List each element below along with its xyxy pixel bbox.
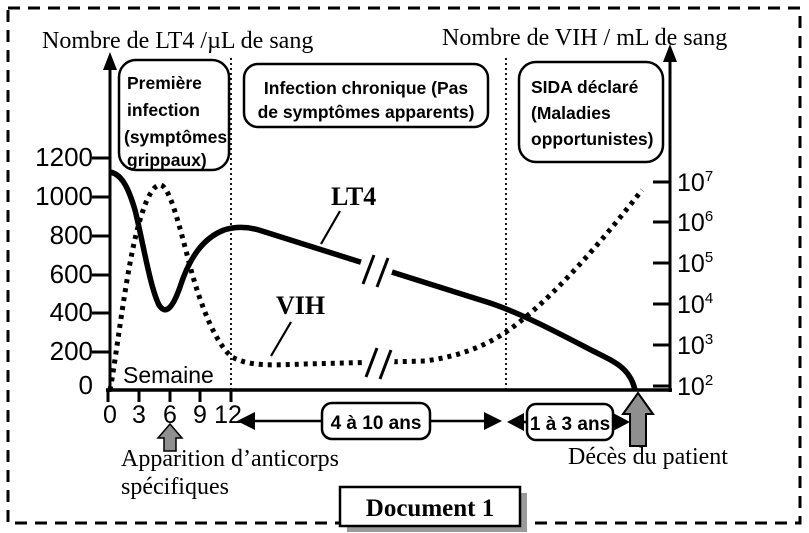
left-axis-title: Nombre de LT4 /µL de sang	[42, 28, 313, 54]
caption-box: Document 1	[338, 485, 527, 532]
svg-text:SIDA déclaré: SIDA déclaré	[531, 77, 639, 97]
x-axis-label: Semaine	[123, 362, 214, 388]
right-axis-title: Nombre de VIH / mL de sang	[442, 25, 727, 51]
vih-label-pointer	[270, 321, 292, 357]
svg-text:Infection chronique (Pas: Infection chronique (Pas	[264, 78, 468, 98]
right-axis-arrow-icon	[663, 44, 677, 62]
duration-aids-label: 1 à 3 ans	[530, 414, 610, 435]
duration-chronic: 4 à 10 ans	[237, 401, 502, 441]
death-arrow-up-icon	[621, 391, 655, 447]
lt4-curve	[109, 169, 638, 391]
svg-text:(symptômes: (symptômes	[124, 127, 227, 147]
arrow-left-icon	[507, 413, 524, 431]
left-tick-600: 600	[50, 259, 93, 289]
svg-text:grippaux): grippaux)	[127, 150, 207, 170]
right-tick-1e5: 105	[677, 249, 713, 278]
duration-aids: 1 à 3 ans	[507, 402, 630, 442]
right-tick-1e6: 106	[677, 208, 713, 237]
x-axis: 0 3 6 9 12 Semaine	[103, 362, 672, 429]
lt4-axis-break-icon	[359, 254, 394, 288]
left-axis-arrow-icon	[103, 52, 117, 70]
antibodies-annotation-line2: spécifiques	[121, 474, 229, 500]
left-tick-200: 200	[50, 336, 93, 366]
svg-text:de symptômes apparents): de symptômes apparents)	[258, 102, 475, 122]
left-tick-1200: 1200	[35, 142, 93, 172]
antibodies-arrow-up-icon	[156, 422, 184, 452]
x-tick-3: 3	[132, 401, 146, 429]
svg-text:(Maladies: (Maladies	[531, 103, 611, 123]
arrow-right-icon	[484, 412, 502, 430]
x-tick-9: 9	[193, 401, 207, 429]
svg-text:opportunistes): opportunistes)	[531, 129, 654, 149]
right-tick-1e3: 103	[677, 331, 713, 360]
arrow-right-icon	[613, 413, 630, 431]
svg-text:infection: infection	[127, 100, 200, 120]
vih-axis-break-icon	[363, 347, 395, 380]
left-tick-0: 0	[79, 370, 93, 400]
arrow-left-icon	[237, 412, 255, 430]
x-tick-12: 12	[214, 401, 242, 429]
svg-text:Première: Première	[127, 73, 202, 93]
lt4-label-pointer	[320, 210, 341, 245]
duration-chronic-label: 4 à 10 ans	[331, 413, 422, 434]
death-annotation: Décès du patient	[568, 444, 728, 470]
x-tick-6: 6	[163, 401, 177, 429]
left-tick-800: 800	[50, 220, 93, 250]
vih-curve-label: VIH	[276, 291, 325, 320]
phase-box-first-infection: Première infection (symptômes grippaux)	[117, 58, 231, 172]
right-tick-1e7: 107	[677, 168, 713, 197]
phase-box-chronic: Infection chronique (Pas de symptômes ap…	[242, 62, 490, 129]
left-tick-400: 400	[50, 297, 93, 327]
x-tick-0: 0	[103, 401, 117, 429]
phase-box-aids: SIDA déclaré (Maladies opportunistes)	[517, 60, 665, 164]
lt4-curve-label: LT4	[331, 182, 376, 211]
right-tick-1e4: 104	[677, 290, 713, 319]
right-axis: 107 106 105 104 103 102	[653, 44, 713, 401]
right-tick-1e2: 102	[677, 372, 713, 401]
left-tick-1000: 1000	[35, 181, 93, 211]
caption-text: Document 1	[366, 495, 494, 522]
antibodies-annotation-line1: Apparition d’anticorps	[121, 446, 339, 472]
left-axis: 1200 1000 800 600 400 200 0	[35, 52, 117, 400]
